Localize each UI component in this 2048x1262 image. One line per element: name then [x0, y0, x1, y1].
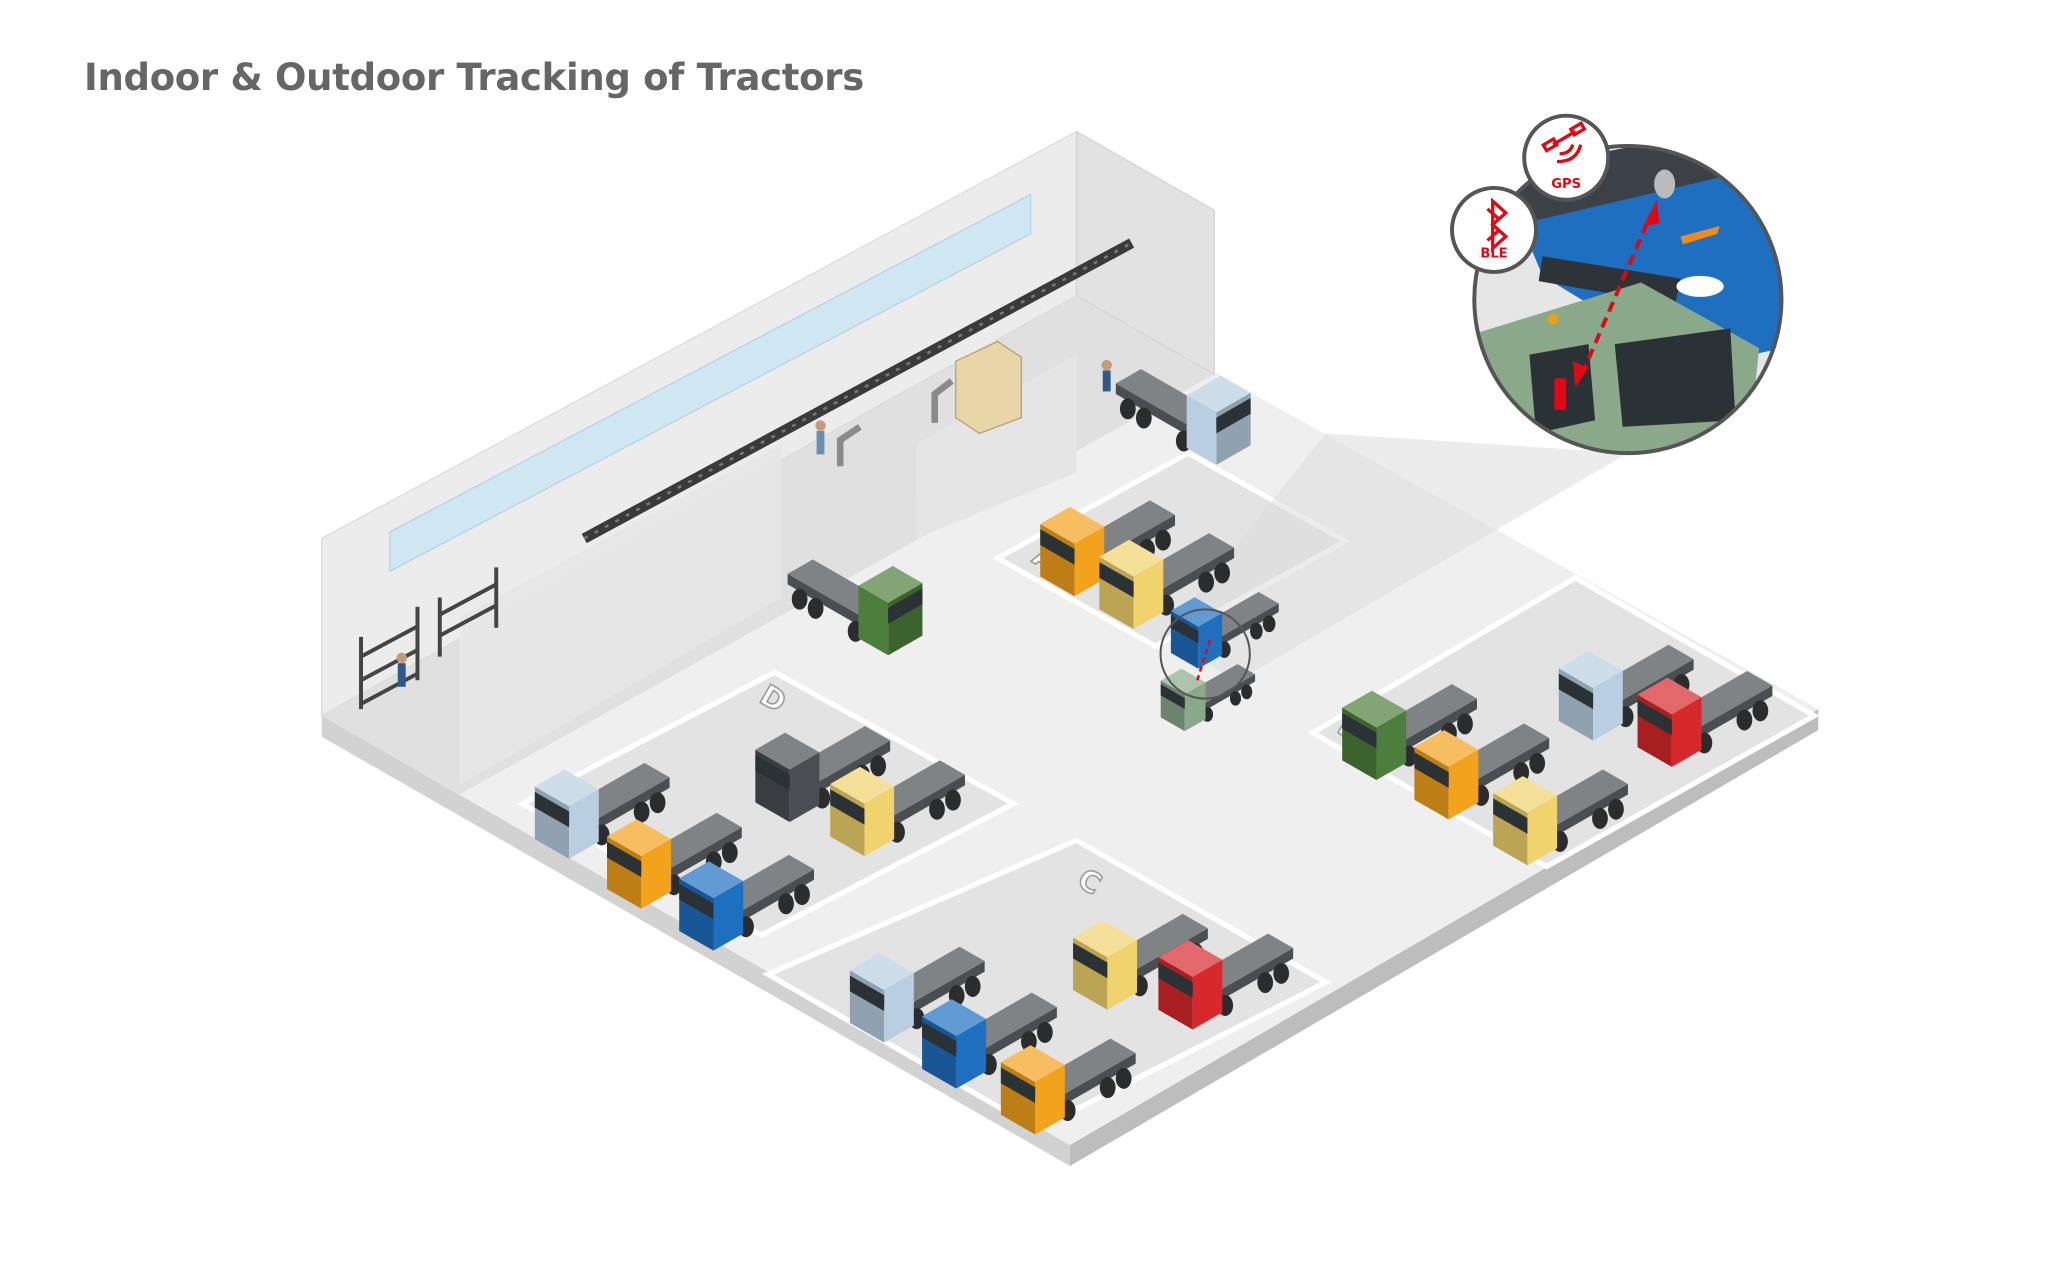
truck-blue	[679, 854, 815, 951]
truck-yellow	[830, 760, 965, 857]
ble-badge: BLE	[1450, 185, 1538, 274]
truck-yellow	[1493, 769, 1628, 866]
ble-label: BLE	[1480, 247, 1507, 262]
side-wall	[1075, 130, 1216, 376]
truck-red	[1158, 933, 1294, 1030]
truck-red	[1637, 671, 1773, 767]
gps-badge: GPS	[1522, 113, 1611, 202]
detail-callout	[1472, 143, 1784, 456]
tracked-vehicle-highlight	[1159, 608, 1251, 700]
truck-orange	[1000, 1038, 1136, 1135]
truck-lightblue	[849, 946, 985, 1043]
shelf-rack	[359, 567, 499, 710]
worker	[1101, 359, 1112, 392]
robot-arm	[836, 378, 954, 467]
warehouse-building	[320, 130, 1216, 795]
gps-label: GPS	[1551, 177, 1581, 192]
worker	[815, 420, 826, 455]
ble-tag	[1554, 378, 1567, 410]
truck-green	[787, 559, 923, 656]
signal-link	[1196, 637, 1212, 681]
worker	[396, 652, 407, 687]
callout-cone	[1168, 433, 1628, 683]
truck-orange	[607, 812, 742, 909]
machine	[955, 340, 1023, 435]
truck-blue	[922, 992, 1057, 1089]
signal-arrow	[1580, 212, 1654, 376]
page-title: Indoor & Outdoor Tracking of Tractors	[84, 56, 864, 99]
truck-lightblue	[1558, 644, 1694, 741]
truck-yellow	[1099, 533, 1235, 630]
truck-green	[1342, 684, 1477, 781]
truck-orange	[1040, 500, 1176, 597]
truck-lightblue	[1115, 369, 1251, 465]
bluetooth-icon	[1486, 197, 1509, 252]
inner-partition-wall	[459, 443, 782, 786]
truck-lightblue	[534, 762, 670, 859]
window-strip	[389, 193, 1032, 573]
truck-yellow	[1073, 913, 1208, 1010]
inner-wall-right	[916, 354, 1077, 539]
satellite-icon	[1541, 121, 1587, 164]
